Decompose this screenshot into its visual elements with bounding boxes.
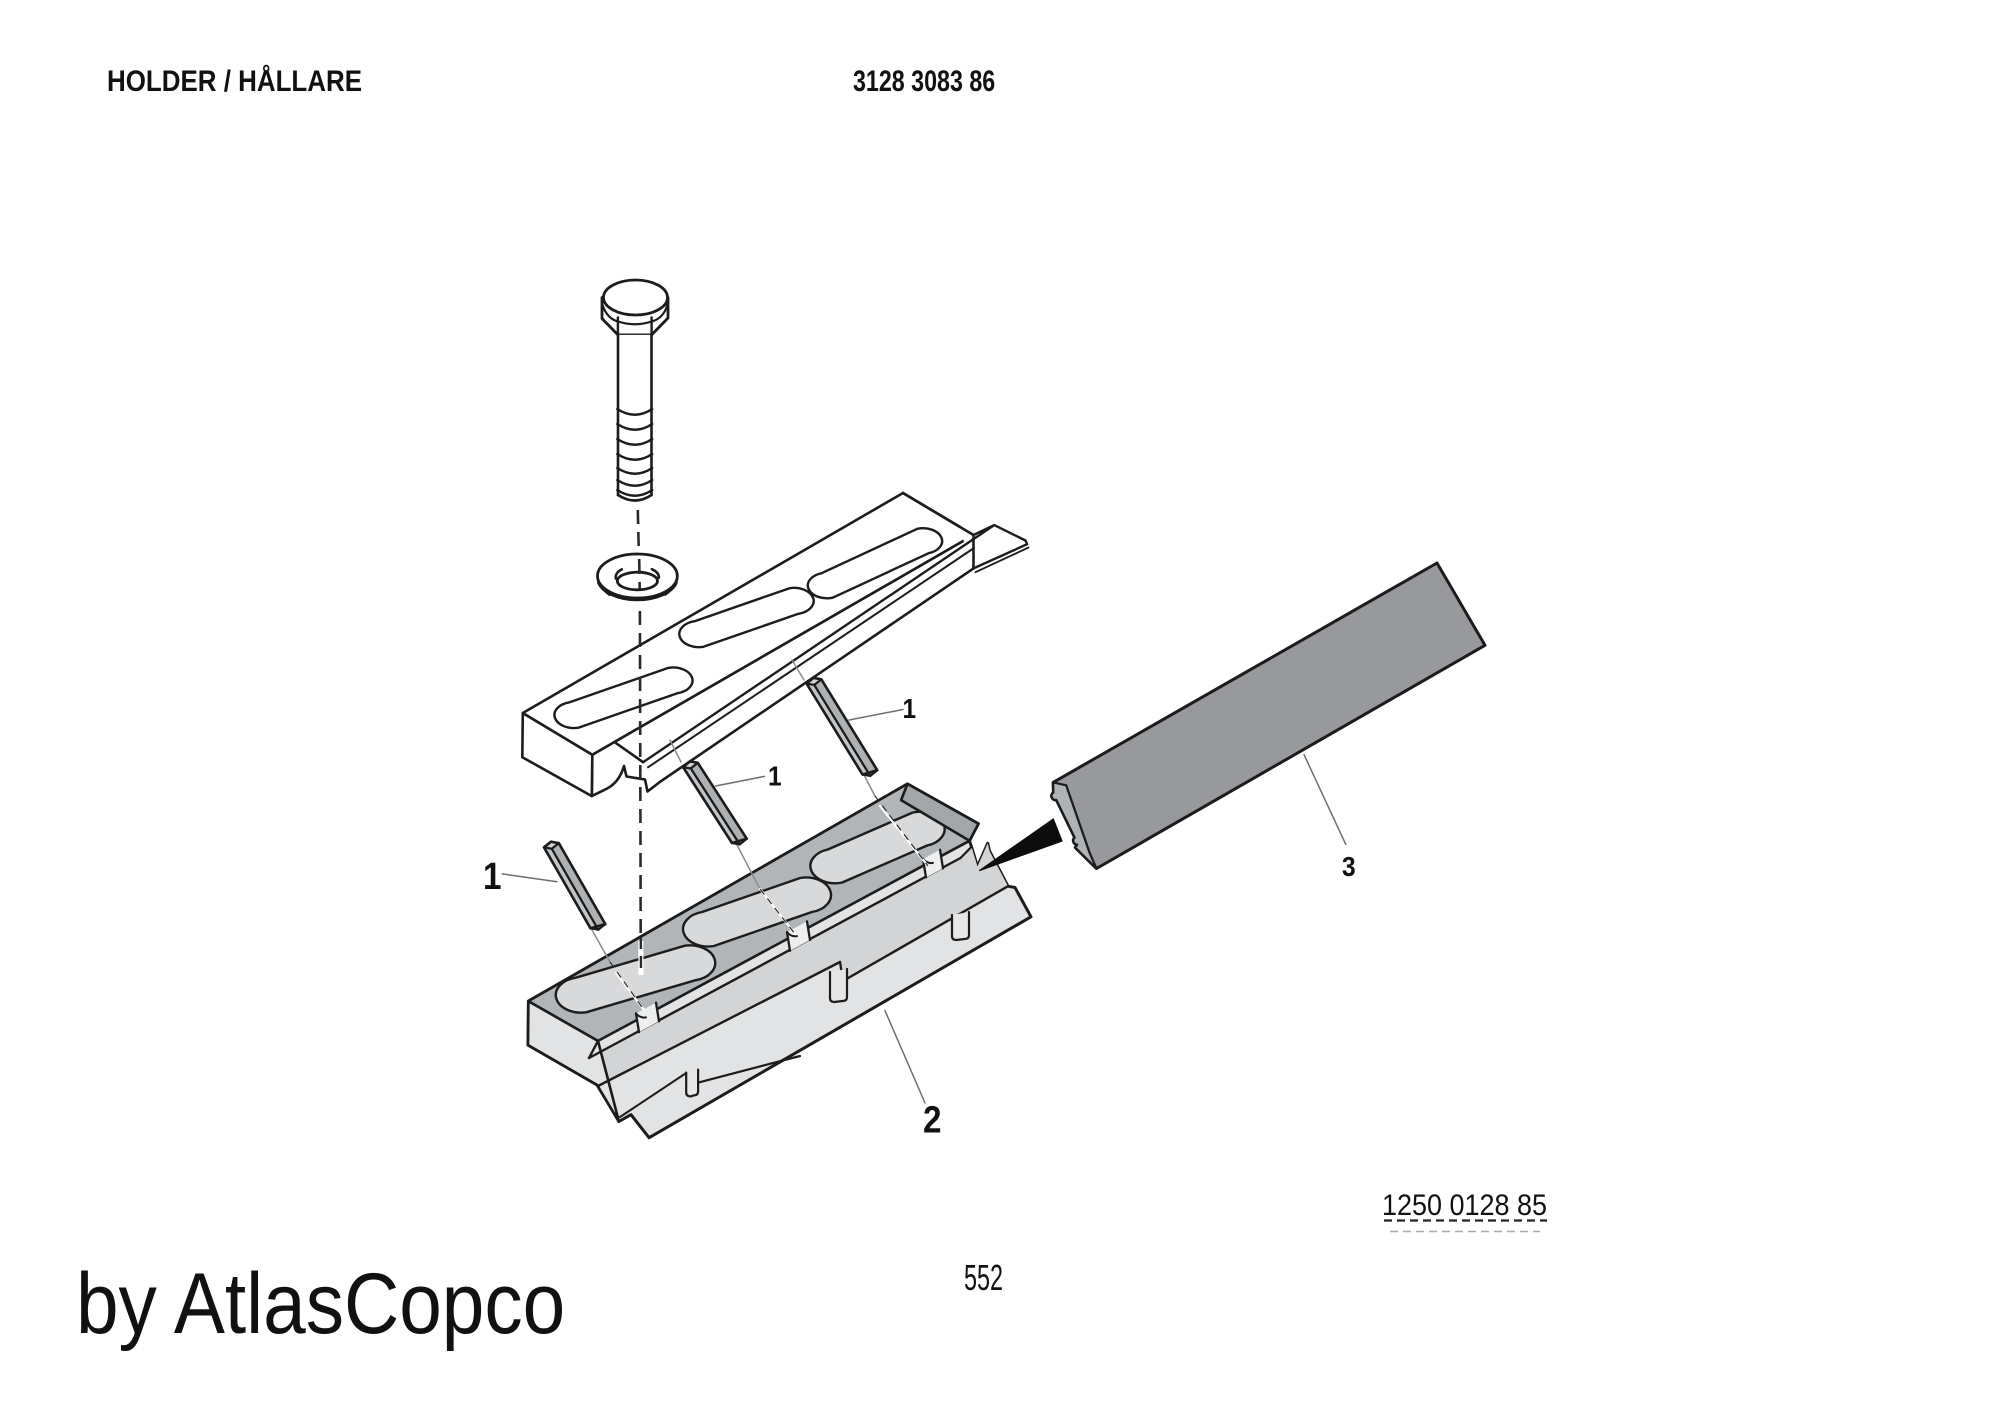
svg-text:2: 2: [923, 1098, 941, 1141]
svg-text:552: 552: [964, 1259, 1003, 1298]
svg-text:3: 3: [1342, 850, 1356, 882]
svg-text:by AtlasCopco: by AtlasCopco: [76, 1256, 565, 1352]
svg-text:1250 0128 85: 1250 0128 85: [1382, 1189, 1547, 1223]
svg-text:1: 1: [768, 760, 782, 792]
svg-text:1: 1: [903, 692, 917, 724]
svg-text:1: 1: [483, 855, 501, 898]
svg-text:HOLDER / HÅLLARE: HOLDER / HÅLLARE: [107, 64, 362, 97]
svg-text:3128 3083 86: 3128 3083 86: [853, 64, 995, 98]
